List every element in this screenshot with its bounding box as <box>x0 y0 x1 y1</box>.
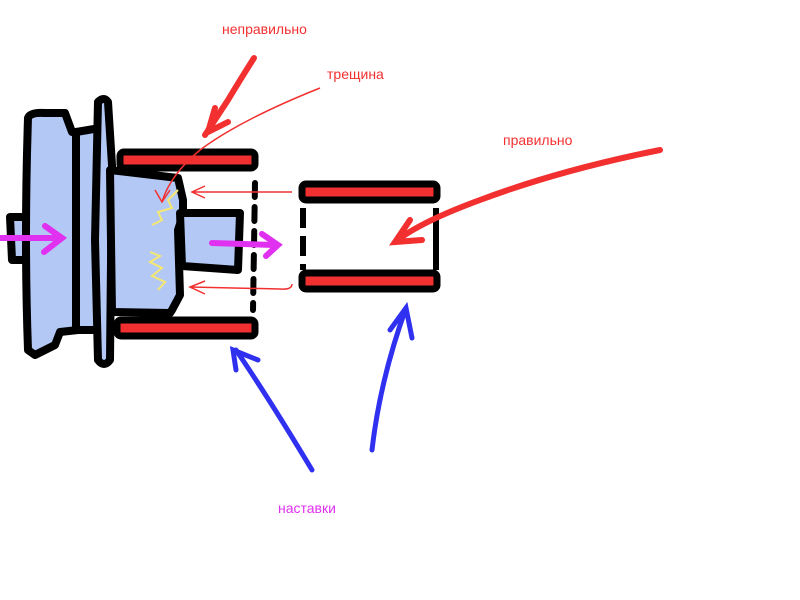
label-right: правильно <box>503 132 573 148</box>
thin-red-arrows <box>154 87 321 295</box>
blue-arrows <box>229 301 415 473</box>
label-wrong: неправильно <box>222 21 307 37</box>
label-extensions: наставки <box>278 500 336 516</box>
cracks <box>147 189 179 291</box>
thick-red-arrows <box>202 55 663 246</box>
flange <box>91 95 116 368</box>
magenta-arrows <box>0 223 283 259</box>
body <box>106 166 187 317</box>
sleeves-wrong <box>113 148 259 340</box>
sleeve-right <box>298 180 441 293</box>
label-crack: трещина <box>327 66 384 82</box>
